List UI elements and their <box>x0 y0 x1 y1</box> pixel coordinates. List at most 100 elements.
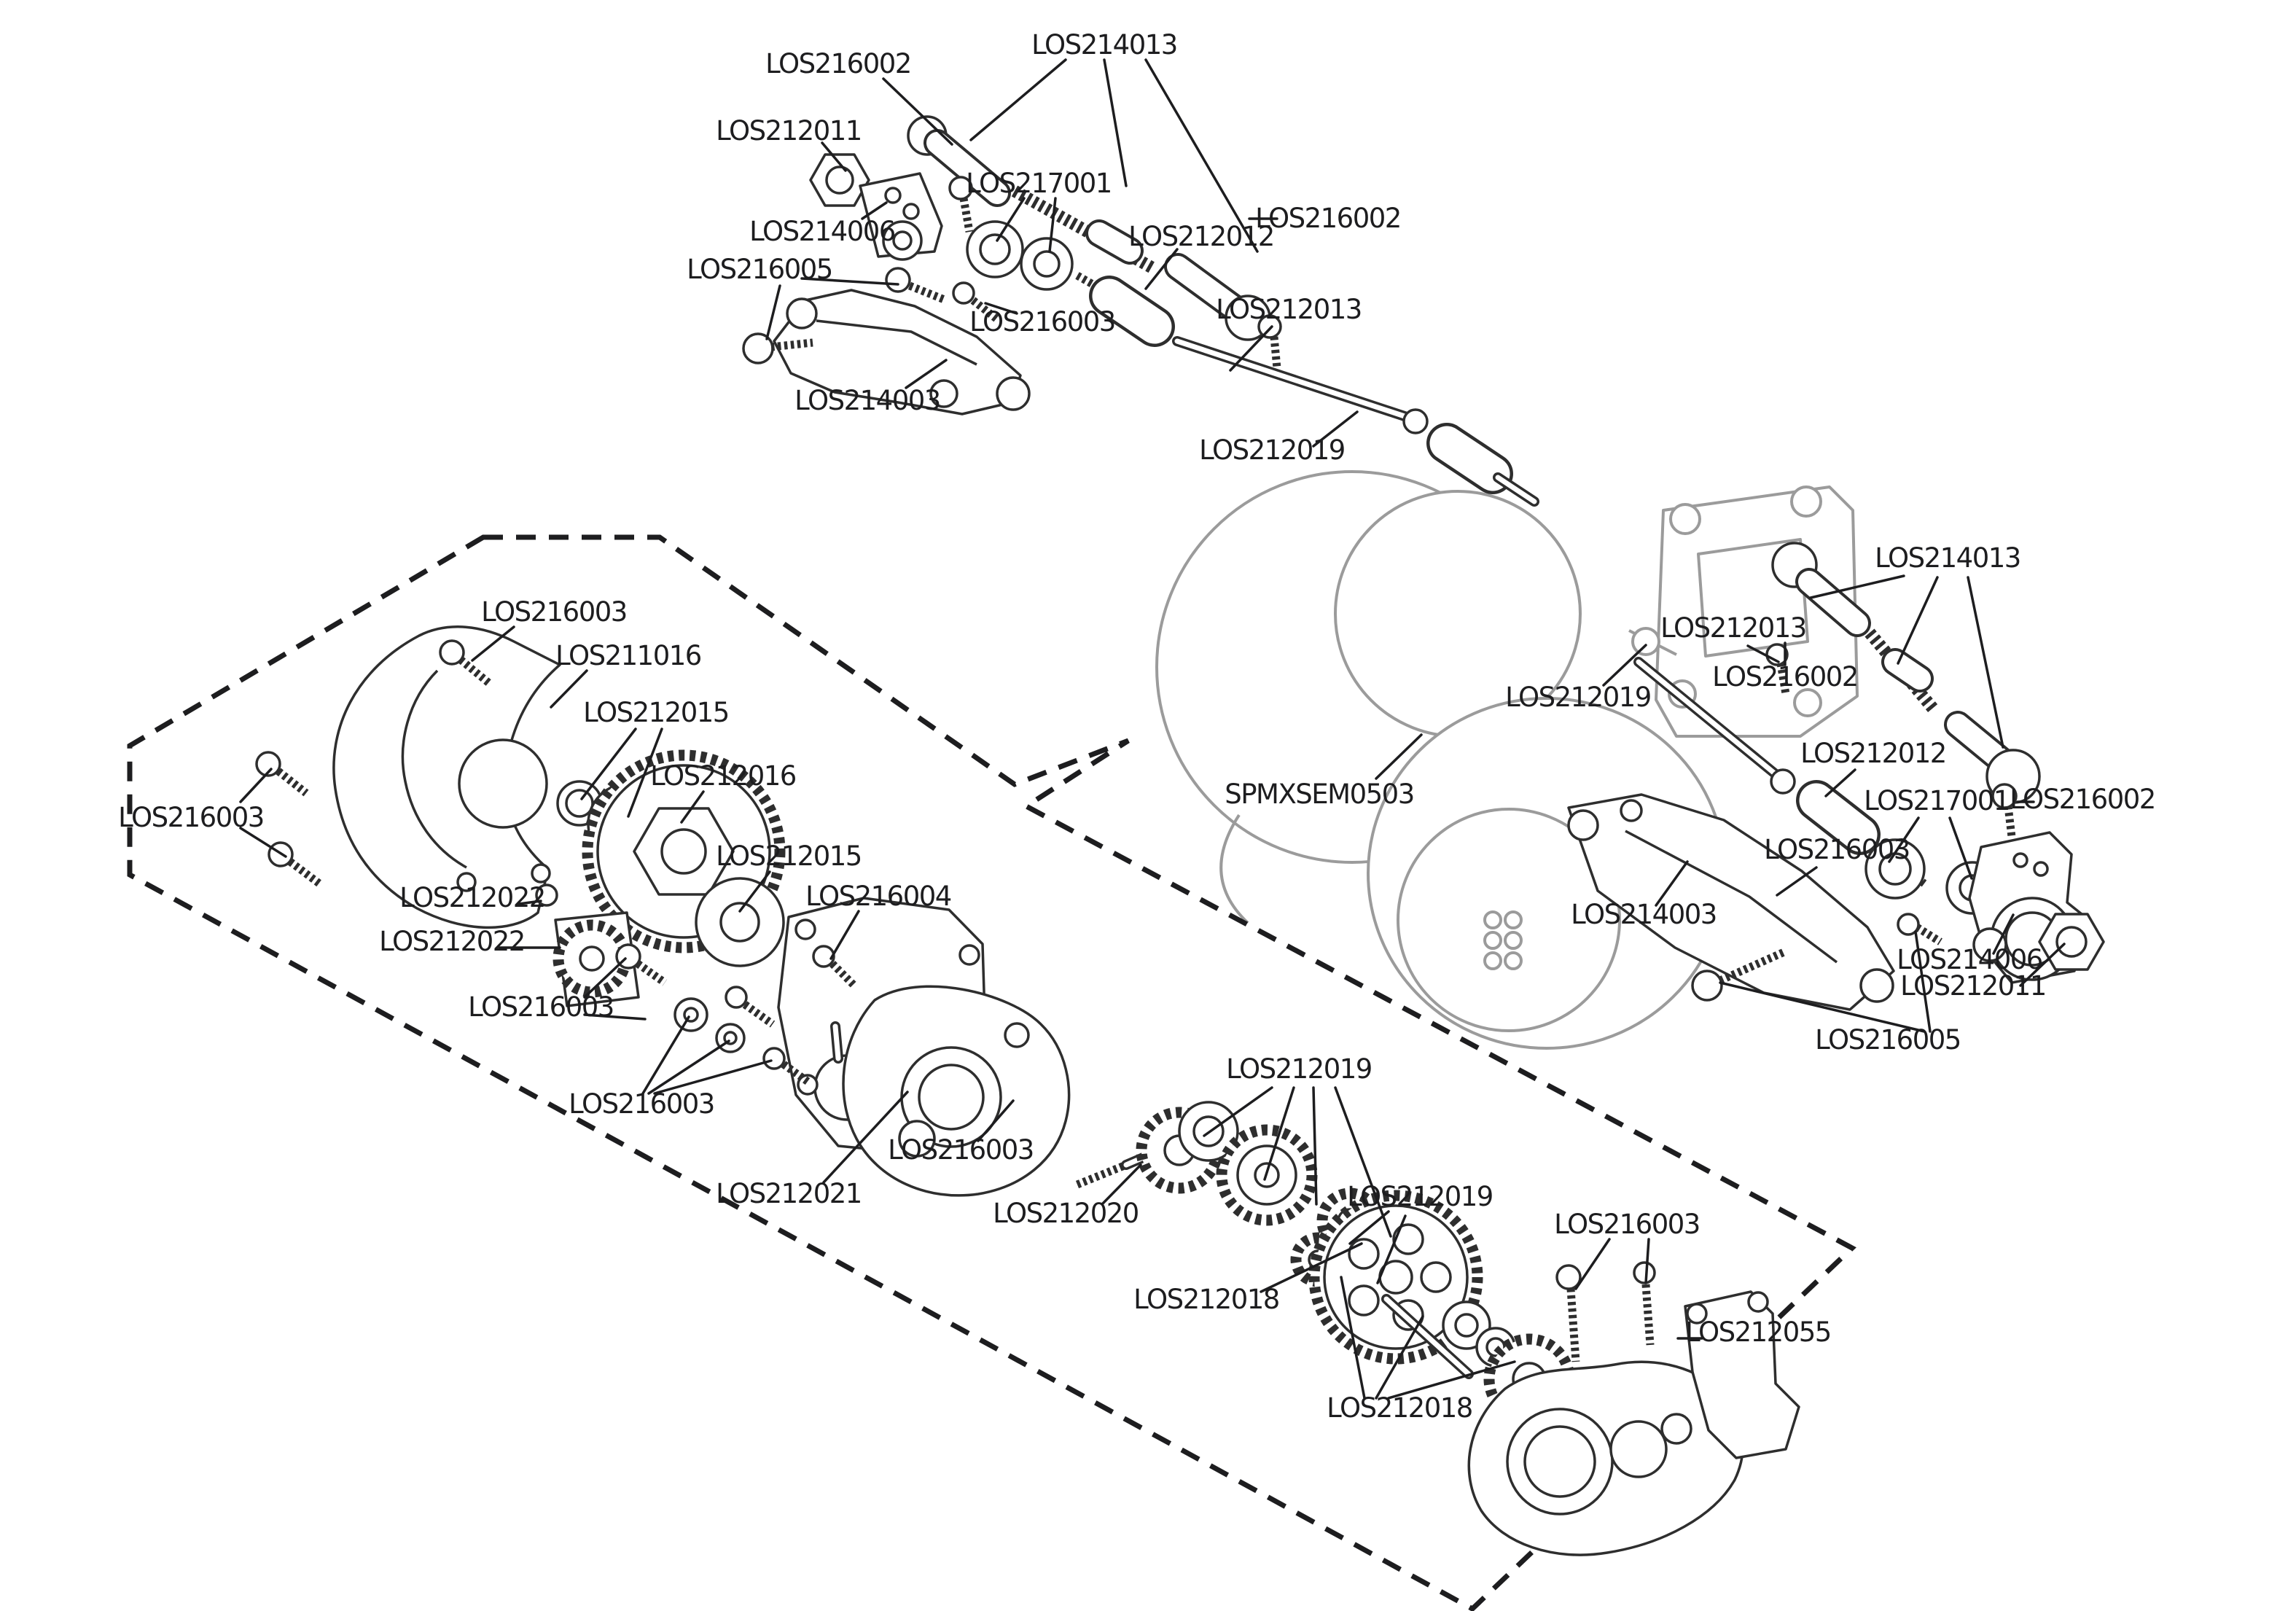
leader-line <box>583 1013 647 1021</box>
leader-line <box>1897 576 1939 665</box>
leader-line <box>1348 1210 1390 1245</box>
rear-lower-arm-illustration <box>1567 793 1895 1011</box>
leader-line <box>1655 860 1689 907</box>
part-label-los216003: LOS216003 <box>481 596 627 628</box>
leader-line <box>1992 913 2015 955</box>
rear-gearbox-illustration <box>1467 1360 1745 1556</box>
leader-line <box>1574 1238 1611 1290</box>
part-label-los216004: LOS216004 <box>805 881 951 912</box>
part-label-los216005: LOS216005 <box>687 254 832 285</box>
kit-boundary-dashed-outline <box>127 534 1856 1611</box>
leader-line <box>653 1059 773 1095</box>
part-label-los216003: LOS216003 <box>569 1088 714 1120</box>
front-screws-illustration <box>742 267 1000 364</box>
leader-line <box>1644 1238 1650 1284</box>
part-label-los217001: LOS217001 <box>966 168 1112 199</box>
leader-line <box>239 768 273 803</box>
leader-line <box>518 900 542 905</box>
leader-line <box>1203 1086 1273 1137</box>
leader-line <box>583 957 627 999</box>
leader-line <box>1375 733 1423 780</box>
leader-line <box>969 58 1067 141</box>
leader-line <box>822 1091 909 1184</box>
leader-line <box>1719 981 1926 1033</box>
part-label-los216002: LOS216002 <box>1712 661 1858 693</box>
leader-line <box>1602 644 1647 687</box>
leader-line <box>738 870 771 913</box>
front-driveline-illustration <box>1075 272 1539 507</box>
leader-line <box>977 1099 1015 1142</box>
leader-line <box>1914 930 1932 1033</box>
part-label-los216002: LOS216002 <box>2010 784 2155 815</box>
part-label-los212018: LOS212018 <box>1327 1392 1472 1424</box>
part-label-los216003: LOS216003 <box>888 1134 1034 1166</box>
leader-lines <box>239 58 2066 1400</box>
leader-line <box>1334 1086 1392 1238</box>
part-label-los212020: LOS212020 <box>993 1198 1139 1229</box>
leader-line <box>1376 1214 1407 1284</box>
part-label-spmxsem0503: SPMXSEM0503 <box>1225 779 1414 810</box>
part-label-los212015: LOS212015 <box>583 697 729 728</box>
leader-line <box>861 201 888 220</box>
front-hex-nut-illustration <box>809 153 870 207</box>
part-label-los212019: LOS212019 <box>1226 1053 1372 1085</box>
part-label-los212019: LOS212019 <box>1199 434 1345 466</box>
part-label-los216002: LOS216002 <box>765 48 911 79</box>
part-label-los212018: LOS212018 <box>1133 1284 1279 1315</box>
part-label-los214003: LOS214003 <box>1571 899 1717 930</box>
leader-line <box>800 277 899 286</box>
part-label-los212019: LOS212019 <box>1505 682 1651 713</box>
leader-line <box>1746 644 1780 663</box>
leader-line <box>471 625 515 662</box>
part-label-los217001: LOS217001 <box>1864 785 2010 816</box>
rear-driveline-illustration <box>1633 657 1927 887</box>
rear-hex-nut-illustration <box>2038 913 2105 971</box>
leader-line <box>765 284 781 340</box>
leader-line <box>647 1039 730 1095</box>
part-label-los214013: LOS214013 <box>1031 29 1177 61</box>
part-label-los212012: LOS212012 <box>1800 738 1946 769</box>
part-label-los211016: LOS211016 <box>555 640 701 671</box>
leader-line <box>1101 1163 1142 1206</box>
front-caster-block-illustration <box>859 172 943 261</box>
leader-line <box>905 359 948 389</box>
part-label-los212019: LOS212019 <box>1347 1181 1493 1212</box>
leader-line <box>1340 1276 1366 1400</box>
part-label-los212011: LOS212011 <box>1900 970 2046 1002</box>
leader-line <box>1809 574 1905 599</box>
leader-line <box>1776 866 1818 897</box>
part-label-los214013: LOS214013 <box>1875 542 2020 574</box>
part-label-los212015: LOS212015 <box>716 840 862 872</box>
leader-line <box>1144 58 1259 253</box>
leader-line <box>1312 1086 1318 1206</box>
leader-line <box>1144 248 1179 290</box>
leader-line <box>821 141 847 172</box>
leader-line <box>1103 58 1128 187</box>
leader-line <box>1888 816 1920 863</box>
leader-line <box>1824 768 1856 797</box>
part-label-los212021: LOS212021 <box>716 1178 862 1209</box>
leader-line <box>550 669 588 709</box>
leader-line <box>2019 943 2066 987</box>
part-labels: LOS216002LOS214013LOS212011LOS214006LOS2… <box>118 29 2156 1424</box>
leader-line <box>996 197 1026 242</box>
front-rod-ends-illustration <box>907 115 1282 369</box>
front-lower-arm-illustration <box>773 289 1031 416</box>
front-bearings-illustration <box>966 220 1074 291</box>
leader-line <box>627 728 663 818</box>
leader-line <box>1387 1360 1516 1400</box>
part-label-los216003: LOS216003 <box>1764 834 1910 865</box>
leader-line <box>1263 1086 1295 1181</box>
part-label-los212055: LOS212055 <box>1685 1317 1831 1348</box>
leader-line <box>1229 325 1273 372</box>
slipper-assembly-illustration <box>556 749 827 985</box>
leader-line <box>580 728 637 800</box>
motor-assembly-illustration <box>1155 470 1859 1050</box>
part-label-los216003: LOS216003 <box>969 306 1115 338</box>
part-label-los214006: LOS214006 <box>1897 944 2042 975</box>
part-label-los212022: LOS212022 <box>379 926 525 957</box>
leader-line <box>984 302 1018 315</box>
gearbox-brace-illustration <box>1684 1290 1800 1459</box>
